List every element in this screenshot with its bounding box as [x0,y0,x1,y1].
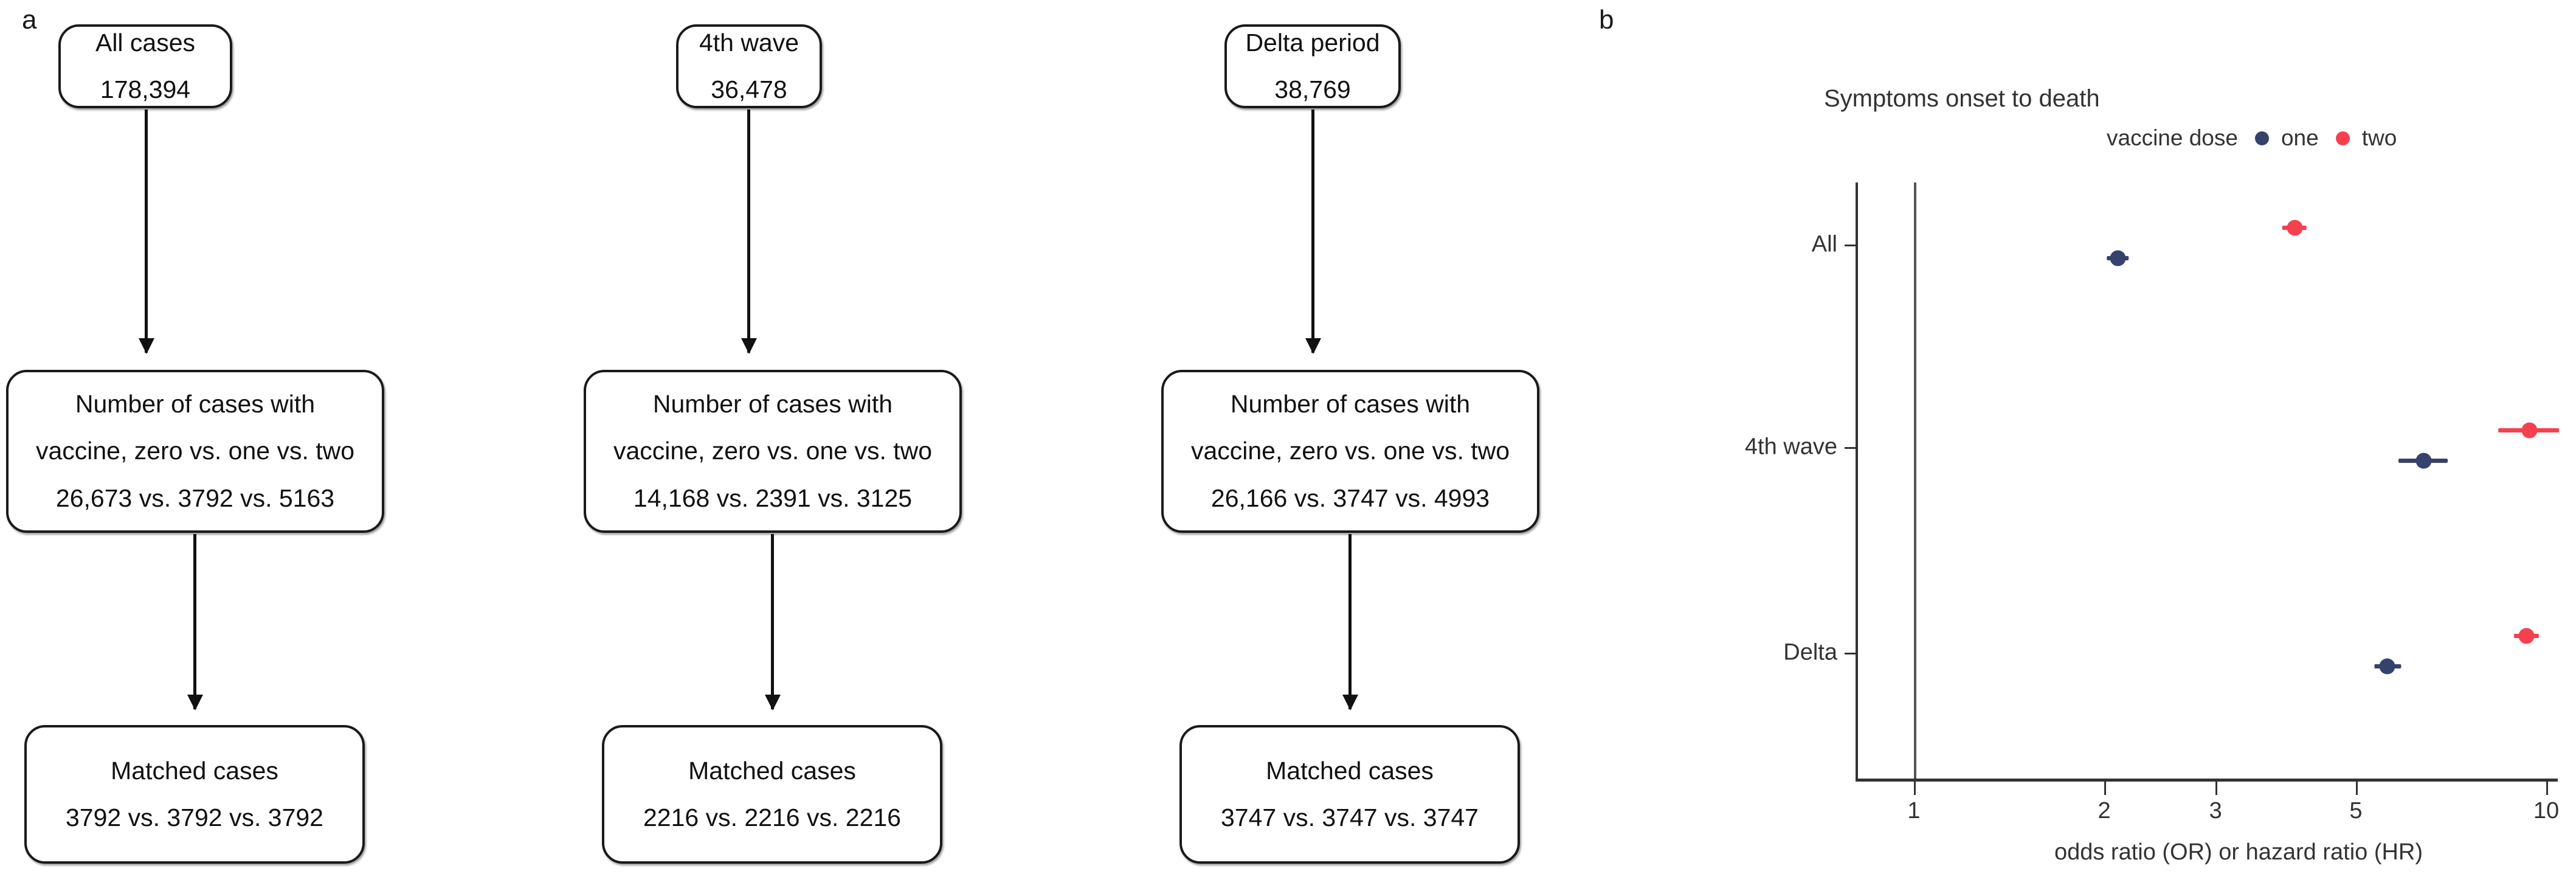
forest-plot-panel: Symptoms onset to death vaccine dose one… [1556,0,2576,885]
legend-label-two: two [2361,125,2397,150]
legend-swatch-one [2254,131,2269,145]
y-axis-tick [1845,447,1858,449]
estimate-dot [2521,422,2538,438]
x-axis-tick [2546,782,2548,795]
box-line-3: 26,673 vs. 3792 vs. 5163 [55,484,335,512]
box-value: 178,394 [100,75,191,103]
box-title: Matched cases [1266,756,1434,785]
data-point-two-4th-wave [2498,422,2560,438]
box-value: 36,478 [711,75,787,103]
box-line-3: 14,168 vs. 2391 vs. 3125 [633,484,913,512]
x-axis-tick-label: 1 [1907,798,1921,824]
estimate-dot [2110,250,2126,266]
flowchart-panel: All cases 178,394 4th wave 36,478 Delta … [0,0,1556,885]
box-line-1: Number of cases with [1230,390,1471,418]
panel-b-letter: b [1599,5,1614,35]
y-axis-label-delta: Delta [1783,639,1837,665]
legend-swatch-two [2335,131,2350,145]
flow-box-delta-period-top: Delta period 38,769 [1224,24,1401,108]
arrow-4th-middle-to-bottom [771,534,774,709]
box-title: Delta period [1245,28,1380,57]
panel-a-letter: a [22,5,37,35]
reference-line-at-one [1914,182,1916,779]
x-axis-tick [2215,782,2218,795]
x-axis-tick [2104,782,2107,795]
x-axis-tick-label: 5 [2349,798,2363,824]
x-axis-tick-label: 10 [2533,798,2560,824]
x-axis-tick-label: 3 [2209,798,2222,824]
flow-box-all-cases-matched: Matched cases 3792 vs. 3792 vs. 3792 [24,725,365,864]
legend: vaccine dose one two [2107,125,2397,151]
estimate-dot [2518,628,2535,644]
x-axis-title: odds ratio (OR) or hazard ratio (HR) [2054,839,2423,865]
estimate-dot [2379,658,2395,674]
box-line-3: 26,166 vs. 3747 vs. 4993 [1210,484,1490,512]
arrow-delta-middle-to-bottom [1348,534,1352,709]
y-axis-line [1856,182,1858,779]
legend-label-one: one [2281,125,2319,150]
flow-box-4th-wave-top: 4th wave 36,478 [676,24,822,108]
flow-box-delta-vaccine: Number of cases with vaccine, zero vs. o… [1161,370,1539,533]
legend-item-two[interactable]: two [2335,125,2397,151]
arrow-delta-top-to-middle [1311,109,1314,353]
flow-box-4th-wave-vaccine: Number of cases with vaccine, zero vs. o… [584,370,962,533]
box-title: Matched cases [688,756,856,785]
arrow-all-top-to-middle [145,109,148,353]
box-title: Matched cases [111,756,278,785]
y-axis-label-4th-wave: 4th wave [1744,434,1837,460]
y-axis-tick [1845,245,1858,246]
legend-item-one[interactable]: one [2254,125,2319,151]
x-axis-tick [1914,782,1916,795]
box-line-2: vaccine, zero vs. one vs. two [1190,437,1510,465]
y-axis-label-all: All [1811,231,1837,257]
box-value: 38,769 [1274,75,1351,103]
flow-box-4th-wave-matched: Matched cases 2216 vs. 2216 vs. 2216 [602,725,942,864]
box-value: 3792 vs. 3792 vs. 3792 [66,803,323,831]
box-line-2: vaccine, zero vs. one vs. two [613,437,933,465]
estimate-dot [2287,220,2303,235]
arrow-all-middle-to-bottom [193,534,196,709]
data-point-one-4th-wave [2398,453,2448,468]
flow-box-delta-matched: Matched cases 3747 vs. 3747 vs. 3747 [1179,725,1520,864]
x-axis-line [1856,779,2558,782]
flow-box-all-cases-top: All cases 178,394 [58,24,232,108]
box-title: 4th wave [699,28,799,57]
data-point-one-delta [2374,658,2402,674]
x-axis-tick-label: 2 [2098,798,2111,824]
x-axis-tick [2355,782,2358,795]
estimate-dot [2415,453,2432,468]
plot-title: Symptoms onset to death [1824,85,2100,112]
box-line-1: Number of cases with [652,390,893,418]
y-axis-tick [1845,653,1858,654]
box-line-2: vaccine, zero vs. one vs. two [35,437,355,465]
box-title: All cases [95,28,196,57]
box-value: 3747 vs. 3747 vs. 3747 [1221,803,1479,831]
flow-box-all-cases-vaccine: Number of cases with vaccine, zero vs. o… [6,370,384,533]
box-value: 2216 vs. 2216 vs. 2216 [643,803,901,831]
arrow-4th-top-to-middle [747,109,750,353]
box-line-1: Number of cases with [75,390,316,418]
legend-title: vaccine dose [2107,125,2238,150]
